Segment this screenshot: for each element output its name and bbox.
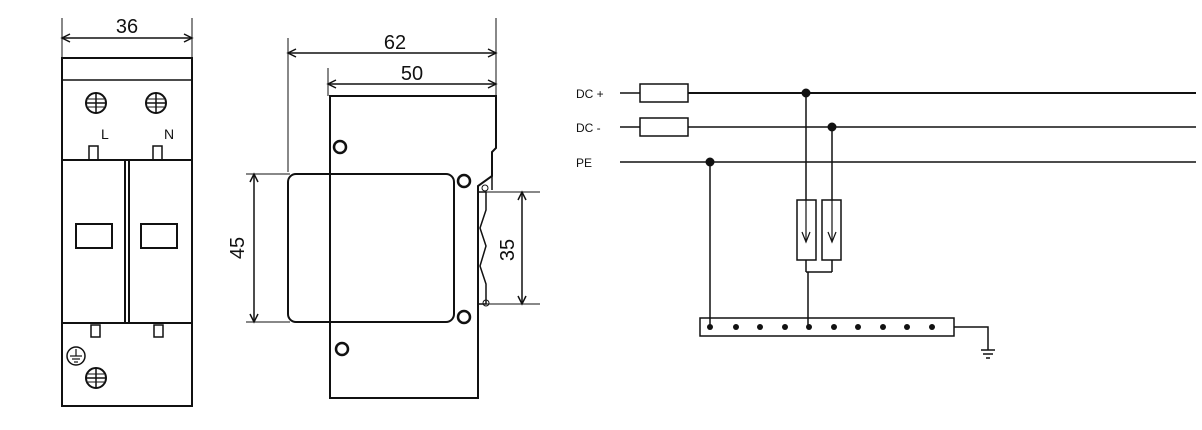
side-screw-2 — [456, 173, 472, 189]
terminal-label-left: L — [101, 126, 109, 142]
screw-terminal-left-top-icon — [85, 92, 107, 114]
front-width-dimension — [60, 18, 194, 60]
front-tab-right-bottom — [153, 324, 164, 338]
front-tab-right-top — [152, 145, 163, 161]
height-35-label: 35 — [497, 239, 519, 261]
ground-symbol-icon — [981, 349, 995, 359]
side-front-module — [287, 173, 455, 323]
front-tab-left-top — [88, 145, 99, 161]
side-screw-4 — [334, 341, 350, 357]
line-label-dc-minus: DC - — [576, 121, 601, 135]
front-housing — [61, 57, 193, 407]
din-rail-clip — [478, 191, 487, 305]
depth-dimension-50 — [326, 68, 498, 96]
fuse-dc-minus — [639, 117, 689, 137]
screw-terminal-bottom-icon — [85, 367, 107, 389]
line-label-dc-plus: DC + — [576, 87, 604, 101]
earth-bar-terminals — [707, 324, 935, 330]
earth-ground-icon — [66, 346, 86, 366]
height-dimension-35 — [486, 190, 540, 306]
status-window-left — [75, 223, 113, 249]
side-body-outline — [329, 95, 497, 399]
height-dimension-45 — [246, 172, 290, 324]
side-view — [246, 18, 540, 399]
terminal-label-right: N — [164, 126, 174, 142]
front-tab-left-bottom — [90, 324, 101, 338]
front-width-label: 36 — [116, 16, 138, 38]
line-label-pe: PE — [576, 156, 592, 170]
side-screw-1 — [332, 139, 348, 155]
spd-element-1 — [796, 199, 817, 261]
status-window-right — [140, 223, 178, 249]
height-45-label: 45 — [227, 237, 249, 259]
front-view: 36 — [60, 16, 194, 407]
front-top-cap — [61, 57, 193, 81]
screw-terminal-right-top-icon — [145, 92, 167, 114]
depth-62-label: 62 — [384, 32, 406, 54]
spd-element-2 — [821, 199, 842, 261]
depth-50-label: 50 — [401, 63, 423, 85]
depth-dimension-62 — [286, 18, 498, 172]
side-screw-3 — [456, 309, 472, 325]
fuse-dc-plus — [639, 83, 689, 103]
wiring-diagram — [620, 83, 1196, 359]
